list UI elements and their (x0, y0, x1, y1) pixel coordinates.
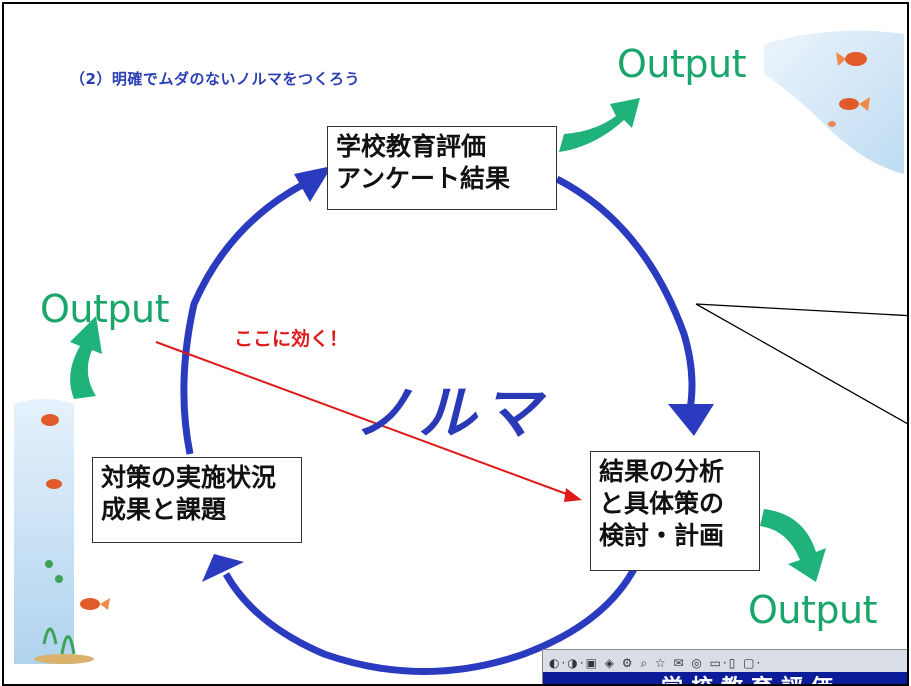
output-label-bottom-right: Output (748, 588, 878, 632)
thumbnail-title-text: 学校教育評価 (661, 670, 841, 684)
box-right-line-2: と具体策の (599, 489, 725, 518)
slide-subtitle: （2）明確でムダのないノルマをつくろう (70, 70, 360, 88)
output-label-left: Output (40, 287, 170, 331)
thumbnail-toolbar-icons: ◐·◑·▣ ◈ ⚙ ⌕ ☆ ✉ ◎ ▭·▯ ▢· (549, 656, 763, 670)
output-arrows (70, 98, 826, 582)
annotation-text: ここに効く！ (234, 328, 349, 350)
cycle-arrowheads (202, 166, 714, 582)
box-analysis-plan: 結果の分析 と具体策の 検討・計画 (590, 451, 760, 571)
diagram-graphics (14, 30, 907, 675)
thumbnail-title-bar (543, 672, 907, 684)
box-left-line-1: 対策の実施状況 (101, 463, 277, 492)
callout-lines (695, 303, 907, 425)
output-label-top-right: Output (617, 42, 747, 86)
norma-center-label: ノルマ (354, 379, 547, 447)
box-school-evaluation: 学校教育評価 アンケート結果 (327, 126, 557, 210)
box-top-line-2: アンケート結果 (336, 164, 511, 193)
box-top-line-1: 学校教育評価 (336, 132, 487, 161)
box-left-line-2: 成果と課題 (101, 495, 227, 524)
box-right-line-3: 検討・計画 (599, 521, 725, 550)
goldfish-decoration-left (14, 399, 110, 664)
box-implementation-status: 対策の実施状況 成果と課題 (92, 457, 302, 543)
goldfish-decoration-top-right (764, 30, 904, 174)
cycle-arrows (180, 175, 696, 675)
box-right-line-1: 結果の分析 (599, 457, 725, 486)
annotation-arrow (155, 341, 582, 502)
embedded-window-thumbnail: ◐·◑·▣ ◈ ⚙ ⌕ ☆ ✉ ◎ ▭·▯ ▢· 学校教育評価 (542, 649, 907, 684)
